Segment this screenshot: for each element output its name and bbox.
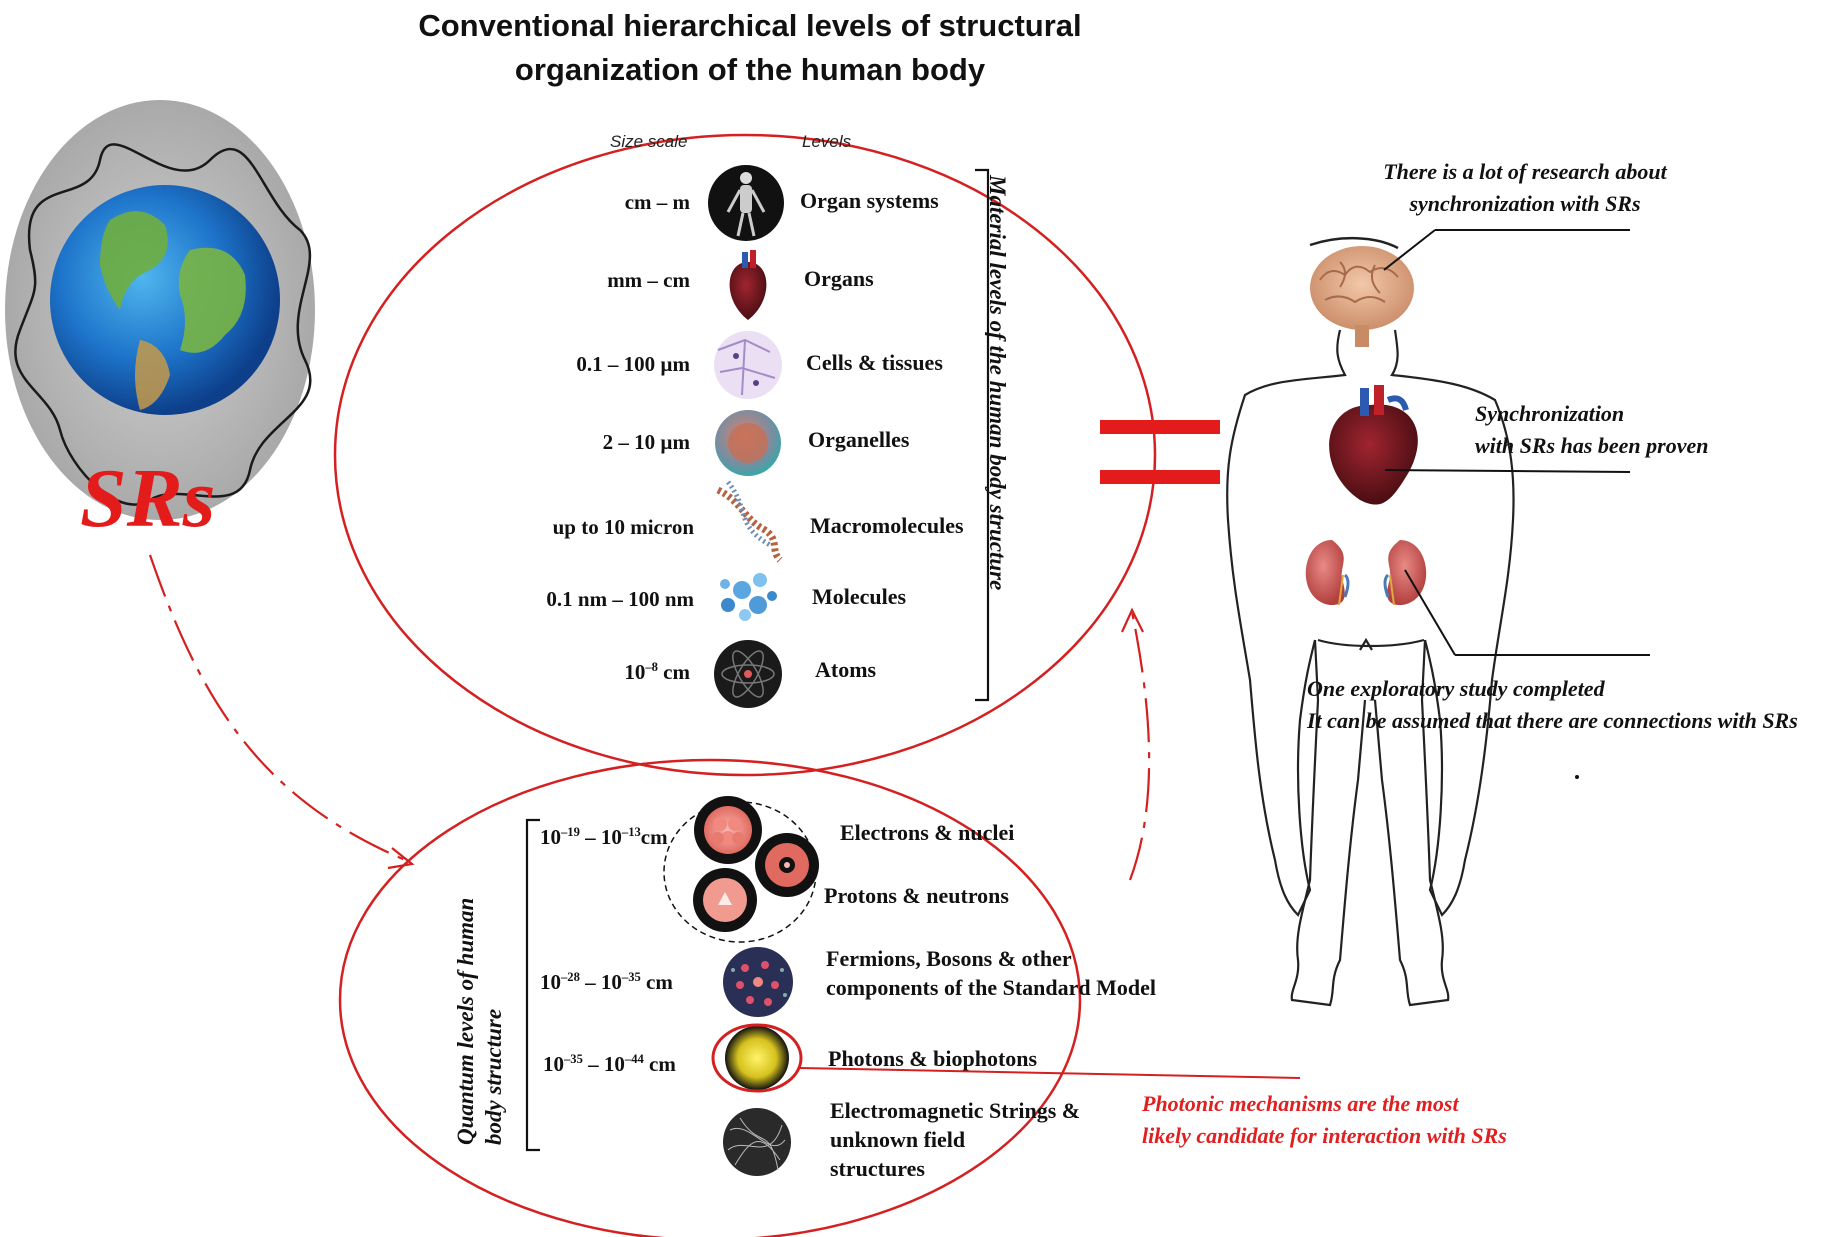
scale-fermions: 10–28 – 10–35 cm xyxy=(540,970,673,994)
levels-header: Levels xyxy=(802,132,852,151)
level-electrons-nuclei: Electrons & nuclei xyxy=(840,820,1015,845)
level-strings-2: unknown field xyxy=(830,1127,966,1152)
molecules-icon xyxy=(720,573,777,621)
srs-to-quantum-arrow xyxy=(148,554,411,864)
heart-icon xyxy=(729,250,767,320)
level-fermions-1: Fermions, Bosons & other xyxy=(826,946,1072,971)
srs-label: SRs xyxy=(80,452,216,545)
kidney-note-1: One exploratory study completed xyxy=(1307,676,1605,701)
q2-a: 10 xyxy=(543,1052,564,1076)
atom-icon xyxy=(714,640,782,708)
q0-unit: cm xyxy=(640,825,668,849)
scale-macromolecules: up to 10 micron xyxy=(552,515,694,539)
standard-model-icon xyxy=(723,947,793,1017)
size-scale-header: Size scale xyxy=(610,132,688,151)
brain-icon xyxy=(1310,246,1414,347)
level-strings-1: Electromagnetic Strings & xyxy=(830,1098,1081,1123)
quantum-to-material-arrow xyxy=(1128,611,1151,881)
q1-ae: –28 xyxy=(561,970,580,984)
level-organs: Organs xyxy=(804,266,874,291)
scale-organelles: 2 – 10 µm xyxy=(602,430,690,454)
level-cells-tissues: Cells & tissues xyxy=(806,350,943,375)
quantum-bracket xyxy=(525,818,540,1152)
quantum-bracket-label: Quantum levels of human body structure xyxy=(452,898,508,1145)
level-protons-neutrons: Protons & neutrons xyxy=(824,883,1009,908)
photonic-note-line xyxy=(799,1067,1301,1079)
level-fermions-2: components of the Standard Model xyxy=(826,975,1157,1000)
level-organ-systems: Organ systems xyxy=(800,188,939,213)
level-molecules: Molecules xyxy=(812,584,907,609)
kidney-note-line xyxy=(1404,569,1456,656)
q2-b: 10 xyxy=(603,1052,625,1076)
q0-ae: –19 xyxy=(561,825,580,839)
q1-be: –35 xyxy=(621,970,641,984)
human-figure-icon xyxy=(1226,237,1515,1007)
equals-sign-bottom xyxy=(1100,470,1220,484)
photonic-note: Photonic mechanisms are the most likely … xyxy=(1142,1088,1507,1152)
q1-a: 10 xyxy=(540,970,561,994)
equals-sign-top xyxy=(1100,420,1220,434)
brain-note: There is a lot of research about synchro… xyxy=(1360,156,1690,220)
q2-ae: –35 xyxy=(564,1052,583,1066)
material-bracket xyxy=(975,168,990,702)
level-atoms: Atoms xyxy=(815,657,877,682)
material-levels-ellipse xyxy=(333,133,1157,777)
level-photons: Photons & biophotons xyxy=(828,1046,1038,1071)
figure-heart-icon xyxy=(1329,385,1418,505)
brain-note-1: There is a lot of research about xyxy=(1383,159,1667,184)
scale-atoms-exp: –8 xyxy=(645,660,658,674)
q2-be: –44 xyxy=(624,1052,644,1066)
scale-photons: 10–35 – 10–44 cm xyxy=(543,1052,676,1076)
heart-note: Synchronization with SRs has been proven xyxy=(1475,398,1709,462)
level-macromolecules: Macromolecules xyxy=(810,513,964,538)
cells-icon xyxy=(714,331,782,399)
kidneys-icon xyxy=(1305,540,1427,606)
scale-organ-systems: cm – m xyxy=(624,190,690,214)
q2-unit: cm xyxy=(643,1052,676,1076)
q1-b: 10 xyxy=(600,970,622,994)
human-body-icon xyxy=(708,165,784,241)
scale-organs: mm – cm xyxy=(607,268,690,292)
kidney-note: One exploratory study completed It can b… xyxy=(1307,673,1798,737)
material-bracket-label: Material levels of the human body struct… xyxy=(985,175,1010,591)
q0-be: –13 xyxy=(621,825,641,839)
scale-molecules: 0.1 nm – 100 nm xyxy=(546,587,694,611)
electrons-nuclei-icon xyxy=(663,796,819,943)
title-line-2: organization of the human body xyxy=(514,52,986,87)
kidney-note-2: It can be assumed that there are connect… xyxy=(1307,708,1798,733)
level-organelles: Organelles xyxy=(808,427,910,452)
photons-icon xyxy=(711,1023,803,1093)
scale-electrons: 10–19 – 10–13cm xyxy=(540,825,668,849)
title-line-1: Conventional hierarchical levels of stru… xyxy=(418,8,1082,43)
quantum-levels-ellipse xyxy=(338,758,1082,1237)
scale-atoms: 10–8 cm xyxy=(460,660,690,685)
organelle-icon xyxy=(715,410,781,476)
scale-cells-tissues: 0.1 – 100 µm xyxy=(576,352,690,376)
page-title: Conventional hierarchical levels of stru… xyxy=(0,4,1500,92)
quantum-bracket-label-1: Quantum levels of human xyxy=(453,897,478,1145)
heart-note-2: with SRs has been proven xyxy=(1475,433,1709,458)
earth-globe-icon xyxy=(5,100,315,520)
scale-atoms-base: 10 xyxy=(624,660,646,684)
scale-atoms-unit: cm xyxy=(663,660,690,684)
quantum-bracket-label-2: body structure xyxy=(481,1008,506,1145)
photonic-note-1: Photonic mechanisms are the most xyxy=(1142,1091,1459,1116)
q0-b: 10 xyxy=(600,825,622,849)
level-strings-3: structures xyxy=(830,1156,925,1181)
level-strings: Electromagnetic Strings & unknown field … xyxy=(830,1096,1080,1183)
q1-unit: cm xyxy=(640,970,673,994)
photonic-note-2: likely candidate for interaction with SR… xyxy=(1142,1123,1507,1148)
photons-highlight-ring xyxy=(711,1023,803,1093)
q0-a: 10 xyxy=(540,825,561,849)
heart-note-1: Synchronization xyxy=(1475,401,1625,426)
strings-icon xyxy=(723,1108,791,1176)
dna-icon xyxy=(716,480,783,563)
brain-note-line xyxy=(1383,229,1436,271)
heart-note-line xyxy=(1384,469,1631,473)
brain-note-2: synchronization with SRs xyxy=(1409,191,1641,216)
